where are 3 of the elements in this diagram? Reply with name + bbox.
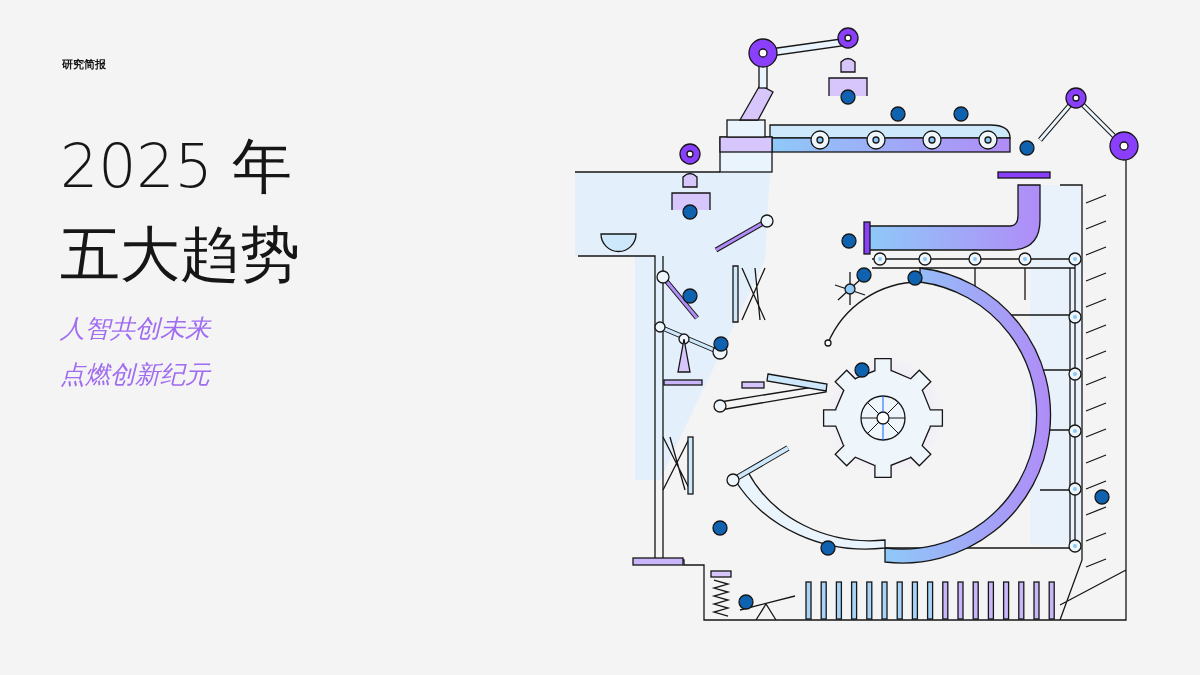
report-type-label: 研究简报 [62,57,106,72]
title: 2025 年五大趋势 [60,130,301,291]
subtitle: 人智共创未来点燃创新纪元 [60,313,213,391]
